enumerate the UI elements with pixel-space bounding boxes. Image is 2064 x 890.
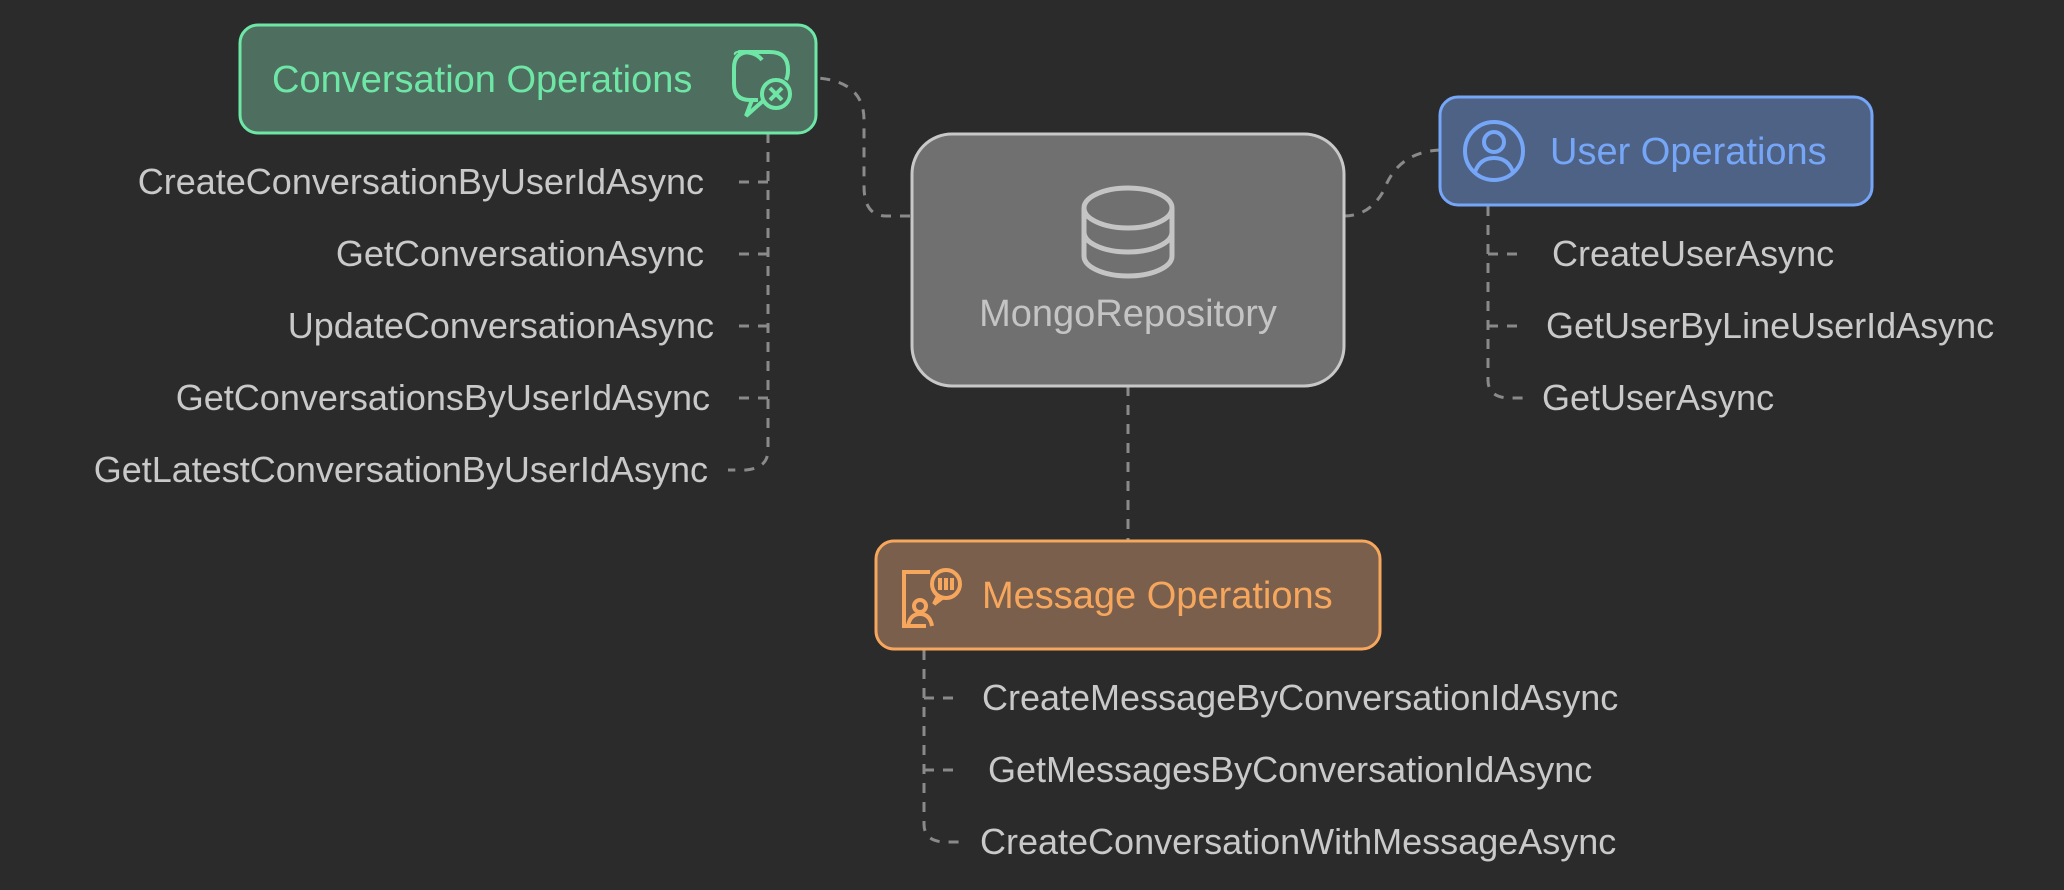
conversation-items: CreateConversationByUserIdAsync GetConve…	[94, 161, 714, 490]
conversation-operations-node[interactable]: Conversation Operations	[238, 23, 818, 135]
conversation-node-title: Conversation Operations	[272, 59, 692, 101]
user-item: GetUserByLineUserIdAsync	[1546, 305, 1994, 346]
conversation-item: CreateConversationByUserIdAsync	[138, 161, 704, 202]
message-operations-node[interactable]: Message Operations	[874, 539, 1382, 651]
user-item: GetUserAsync	[1542, 377, 1774, 418]
message-item: CreateMessageByConversationIdAsync	[982, 677, 1618, 718]
user-items: CreateUserAsync GetUserByLineUserIdAsync…	[1542, 233, 1994, 418]
conversation-item: GetConversationsByUserIdAsync	[176, 377, 710, 418]
connector-user-tree	[1486, 206, 1528, 400]
user-item: CreateUserAsync	[1552, 233, 1834, 274]
message-node-title: Message Operations	[982, 575, 1333, 617]
conversation-item: GetConversationAsync	[336, 233, 704, 274]
message-items: CreateMessageByConversationIdAsync GetMe…	[980, 677, 1618, 862]
connector-center-user	[1343, 148, 1441, 218]
conversation-item: UpdateConversationAsync	[288, 305, 714, 346]
person-message-icon	[902, 568, 962, 628]
user-node-title: User Operations	[1550, 131, 1827, 173]
user-node-box	[1438, 95, 1874, 207]
connector-center-conversation	[817, 76, 910, 218]
conversation-node-box	[238, 23, 818, 135]
database-icon	[1081, 185, 1175, 279]
conversation-item: GetLatestConversationByUserIdAsync	[94, 449, 708, 490]
message-item: GetMessagesByConversationIdAsync	[988, 749, 1592, 790]
connector-message-tree	[922, 650, 964, 844]
center-node-label: MongoRepository	[979, 293, 1277, 335]
message-item: CreateConversationWithMessageAsync	[980, 821, 1616, 862]
center-node-box	[910, 132, 1346, 388]
chat-bubble-close-icon	[732, 49, 792, 118]
connector-conversation-tree	[728, 133, 770, 472]
user-circle-icon	[1463, 120, 1525, 182]
user-operations-node[interactable]: User Operations	[1438, 95, 1874, 207]
center-node[interactable]: MongoRepository	[910, 132, 1346, 388]
message-node-box	[874, 539, 1382, 651]
